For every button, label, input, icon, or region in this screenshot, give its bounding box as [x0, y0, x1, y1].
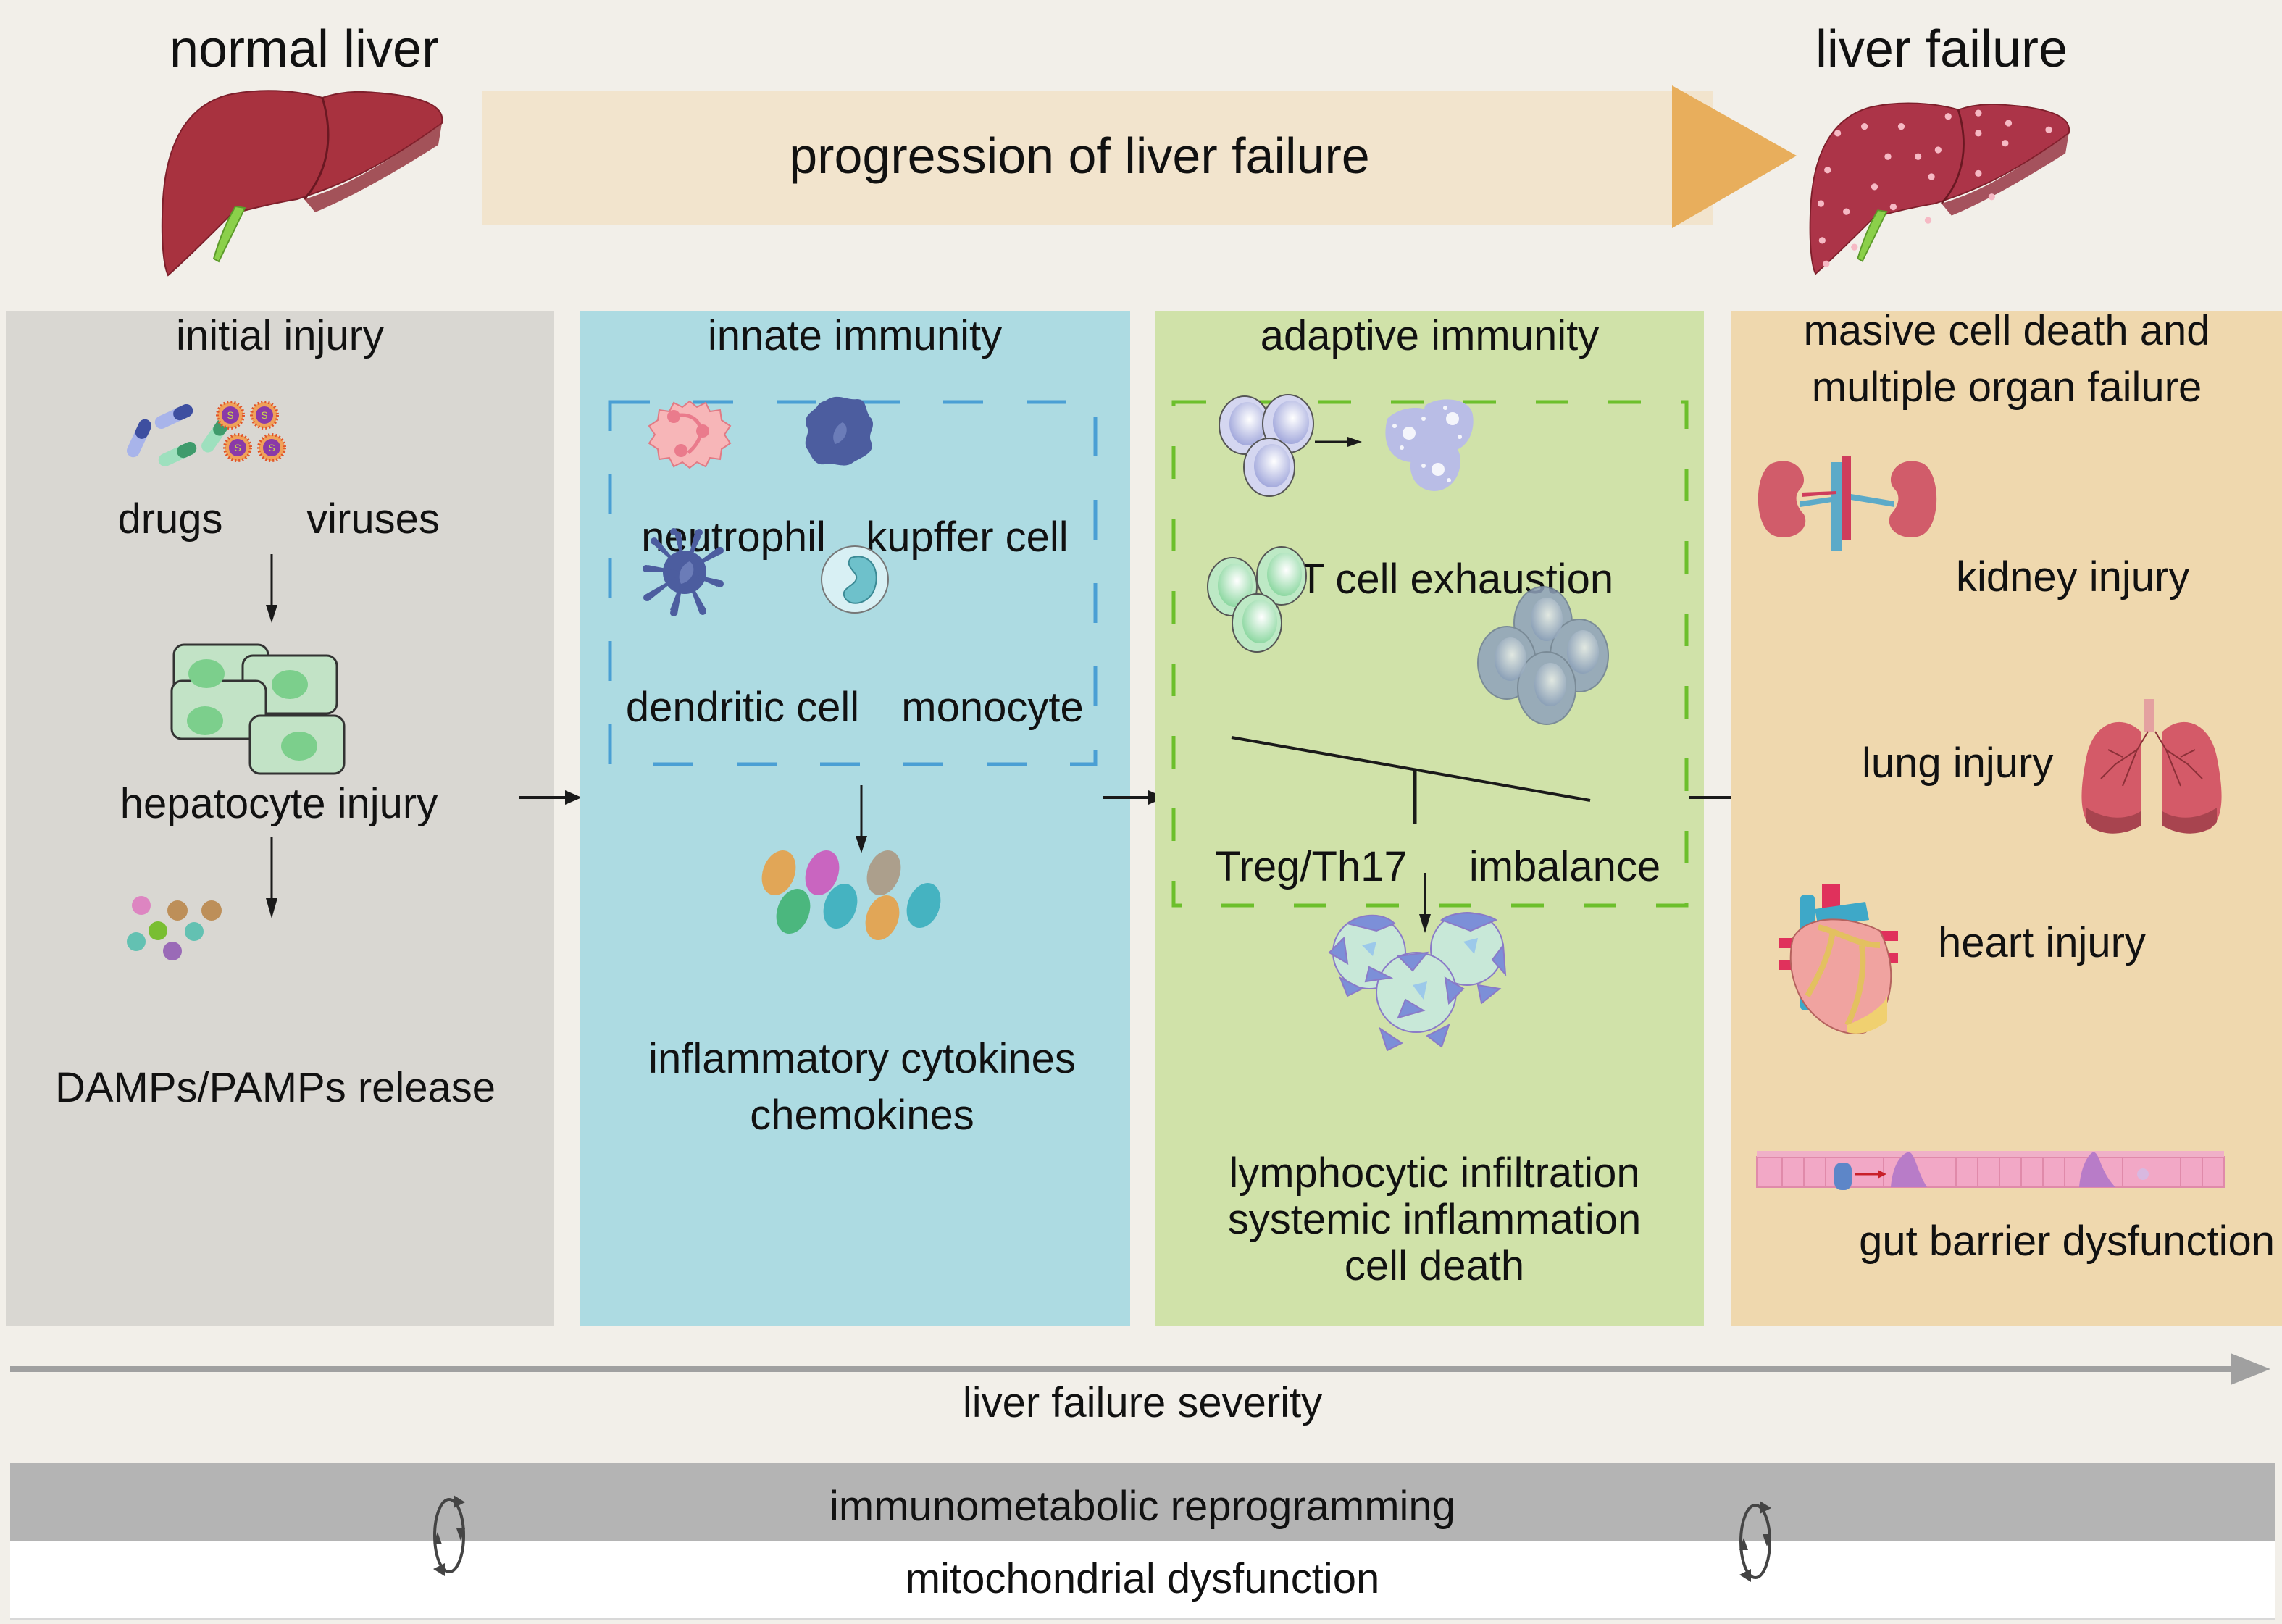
hepatocyte-icon: [170, 643, 346, 775]
heart-icon: [1779, 884, 1898, 1034]
damps-pamps-icon: [127, 896, 222, 960]
drugs-icon: [126, 403, 230, 467]
cycle-icon: [1739, 1501, 1771, 1582]
right-arrow-icon: [1315, 437, 1362, 447]
innate-dashed-box: [608, 400, 1098, 766]
seesaw-icon: [1231, 736, 1591, 824]
neutrophil-icon: [648, 400, 732, 469]
kupffer-cell-icon: [805, 396, 874, 466]
svg-text:S: S: [268, 442, 275, 453]
organ-failure-title-line2: multiple organ failure: [1811, 364, 2202, 411]
dendritic-cell-icon: [643, 528, 724, 616]
hepatocyte-injury-label: hepatocyte injury: [120, 780, 438, 827]
reprogramming-band: [10, 1463, 2275, 1541]
viruses-icon: S S S S: [216, 401, 286, 462]
progression-label: progression of liver failure: [789, 127, 1370, 184]
monocyte-icon: [821, 545, 889, 614]
imbalance-label: imbalance: [1468, 843, 1661, 890]
heart-injury-label: heart injury: [1938, 919, 2146, 966]
viruses-label: viruses: [306, 495, 440, 543]
dying-cells-icon: [1328, 912, 1507, 1052]
progression-banner: [482, 91, 1713, 225]
lung-icon: [2081, 699, 2222, 834]
organ-failure-title-line1: masive cell death and: [1803, 307, 2210, 354]
mitochondrial-label: mitochondrial dysfunction: [905, 1555, 1380, 1602]
systemic-inflammation-label: systemic inflammation: [1227, 1196, 1642, 1243]
down-arrow-icon: [1419, 873, 1431, 933]
mitochondrial-band: [10, 1541, 2275, 1620]
exhausted-t-cells-icon: [1385, 399, 1474, 491]
down-arrow-icon: [266, 554, 277, 623]
drugs-label: drugs: [117, 495, 223, 543]
severity-label: liver failure severity: [962, 1379, 1323, 1426]
down-arrow-icon: [856, 785, 867, 853]
chemokines-label: chemokines: [750, 1092, 974, 1139]
progression-arrowhead-icon: [1672, 85, 1797, 228]
dendritic-cell-label: dendritic cell: [625, 684, 860, 731]
liver-failure-title: liver failure: [1815, 20, 2068, 78]
normal-liver-title: normal liver: [169, 20, 440, 78]
treg-th17-label: Treg/Th17: [1215, 843, 1408, 890]
cycle-icon: [433, 1495, 465, 1576]
cytokines-icon: [761, 850, 941, 940]
kupffer-cell-label: kupffer cell: [866, 514, 1069, 561]
svg-text:S: S: [227, 409, 233, 421]
reprogramming-label: immunometabolic reprogramming: [829, 1483, 1455, 1530]
svg-text:S: S: [261, 409, 267, 421]
kidney-injury-label: kidney injury: [1956, 553, 2190, 600]
cytokines-label: inflammatory cytokines: [648, 1035, 1076, 1082]
initial-injury-title: initial injury: [176, 312, 384, 359]
initial-injury-panel: [6, 311, 554, 1326]
down-arrow-icon: [266, 837, 277, 918]
failing-liver-icon: [1809, 102, 2070, 275]
severity-arrow: [10, 1353, 2270, 1385]
monocyte-label: monocyte: [901, 684, 1084, 731]
kidney-icon: [1758, 456, 1937, 551]
cell-death-label: cell death: [1344, 1242, 1525, 1289]
svg-text:S: S: [234, 442, 241, 453]
gut-barrier-label: gut barrier dysfunction: [1859, 1218, 2275, 1265]
lymphocytic-infiltration-label: lymphocytic infiltration: [1229, 1150, 1640, 1197]
treg-cells-icon: [1207, 546, 1307, 653]
t-cells-icon: [1219, 394, 1314, 497]
neutrophil-label: neutrophil: [641, 514, 826, 561]
adaptive-immunity-title: adaptive immunity: [1260, 312, 1600, 359]
damps-pamps-label: DAMPs/PAMPs release: [54, 1064, 496, 1111]
right-arrow-icon: [519, 790, 582, 805]
innate-immunity-panel: [580, 311, 1130, 1326]
normal-liver-icon: [161, 90, 443, 277]
th17-cells-icon: [1477, 586, 1609, 725]
lung-injury-label: lung injury: [1862, 740, 2054, 787]
gut-barrier-icon: [1756, 1151, 2225, 1190]
innate-immunity-title: innate immunity: [707, 312, 1003, 359]
